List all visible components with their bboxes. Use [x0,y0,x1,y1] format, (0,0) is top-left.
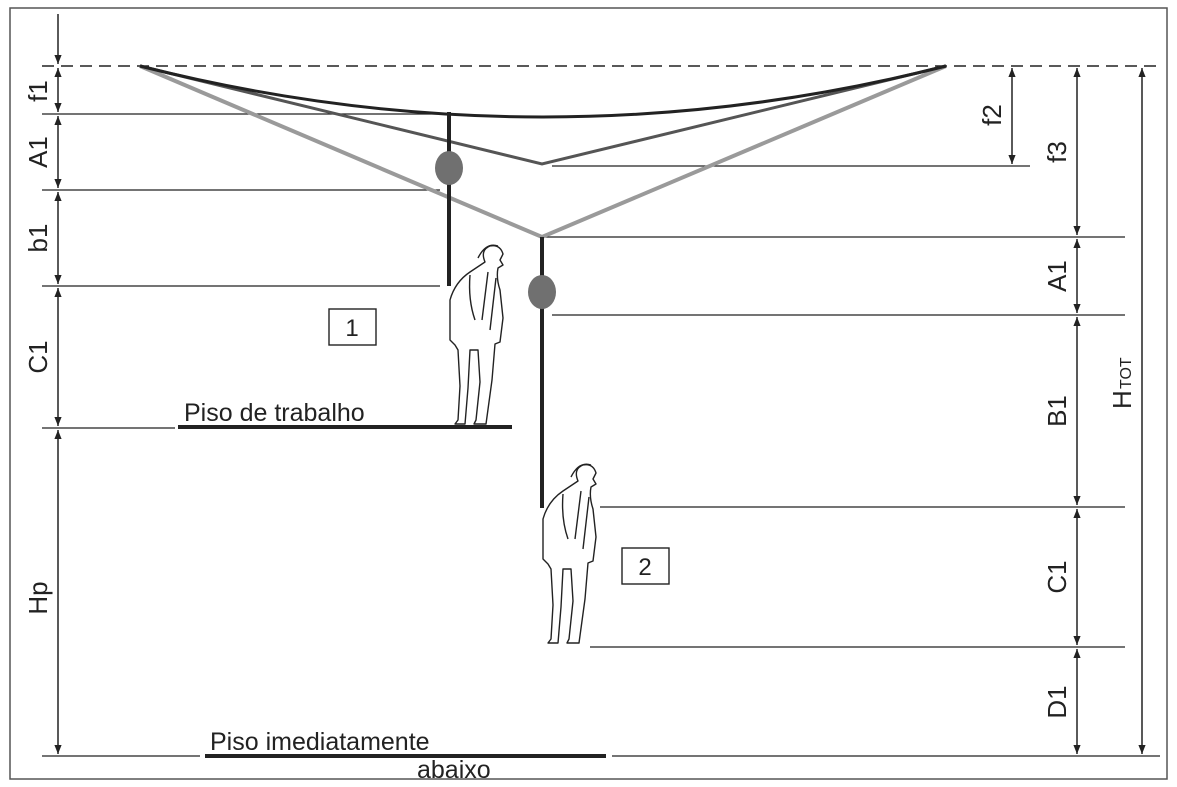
label-Htot: H TOT [1107,357,1137,409]
reference-lines [42,113,1160,757]
label-b1-left: b1 [23,224,53,253]
lifeline-initial-sag [139,64,947,119]
label-f3: f3 [1042,141,1072,163]
label-f1-left: f1 [23,80,53,102]
label-B1: B1 [1042,395,1072,427]
label-Hp: Hp [23,581,53,614]
worker-1-number: 1 [345,315,358,342]
label-A1-right: A1 [1042,260,1072,292]
diagram-frame [9,7,1168,780]
label-D1: D1 [1042,685,1072,718]
caption-floor-below-line2: abaixo [417,756,491,784]
label-A1-left: A1 [23,136,53,168]
label-C1-right: C1 [1042,560,1072,593]
lifeline-dark-deflection [139,64,947,166]
worker-1-number-box [328,308,377,346]
worker-2-number: 2 [638,554,651,581]
connector-icon-2 [528,275,556,309]
worker-2-number-box [621,547,670,585]
worker-1-figure-icon [449,244,504,425]
caption-floor-below-line1: Piso imediatamente [210,728,430,756]
label-C1-left: C1 [23,340,53,373]
label-Htot-sub: TOT [1118,357,1135,389]
label-Htot-main: H [1107,390,1137,409]
worker-2-figure-icon [542,463,597,644]
label-f2: f2 [977,104,1007,126]
caption-work-floor: Piso de trabalho [184,399,365,427]
connector-icon-1 [435,151,463,185]
right-dimension-arrows [1008,68,1146,754]
